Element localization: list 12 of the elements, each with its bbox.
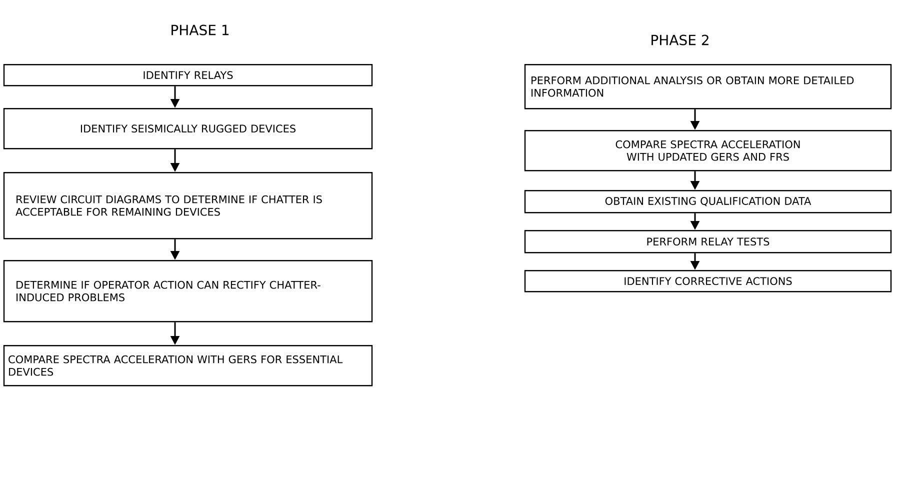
process-box: PERFORM ADDITIONAL ANALYSIS OR OBTAIN MORE DETAILED INFORMATION [524,64,892,110]
process-box: COMPARE SPECTRA ACCELERATION WITH GERS FOR ESSENTIAL DEVICES [3,344,373,386]
phase-heading: PHASE 2 [652,34,708,46]
process-box: IDENTIFY SEISMICALLY RUGGED DEVICES [3,108,373,150]
process-box: IDENTIFY CORRECTIVE ACTIONS [524,270,892,292]
process-box: IDENTIFY RELAYS [3,64,373,86]
process-box: REVIEW CIRCUIT DIAGRAMS TO DETERMINE IF CHATTER IS ACCEPTABLE FOR REMAINING DEVICES [3,172,373,240]
process-box: DETERMINE IF OPERATOR ACTION CAN RECTIFY CHATTER-INDUCED PROBLEMS [3,260,373,322]
phase-heading: PHASE 1 [172,24,229,36]
process-box: PERFORM RELAY TESTS [524,230,892,254]
process-box: COMPARE SPECTRA ACCELERATION WITH UPDATED GERS AND FRS [524,130,892,172]
process-box: OBTAIN EXISTING QUALIFICATION DATA [524,190,892,214]
